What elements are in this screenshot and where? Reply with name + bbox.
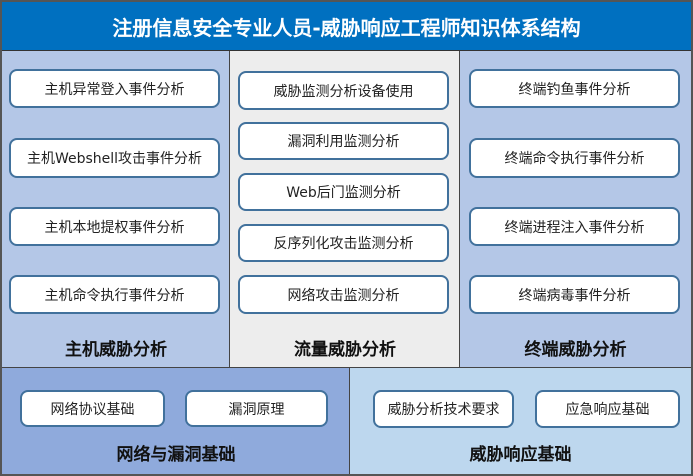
traffic-item: 网络攻击监测分析 bbox=[238, 275, 449, 314]
traffic-item: 漏洞利用监测分析 bbox=[238, 122, 449, 160]
host-section: 主机异常登入事件分析 主机Webshell攻击事件分析 主机本地提权事件分析 主… bbox=[2, 51, 230, 367]
network-item: 网络协议基础 bbox=[20, 390, 165, 427]
host-item: 主机本地提权事件分析 bbox=[9, 207, 220, 246]
traffic-section: 威胁监测分析设备使用 漏洞利用监测分析 Web后门监测分析 反序列化攻击监测分析… bbox=[230, 51, 460, 367]
host-item: 主机异常登入事件分析 bbox=[9, 69, 220, 108]
response-item: 威胁分析技术要求 bbox=[373, 390, 514, 428]
endpoint-item: 终端病毒事件分析 bbox=[469, 275, 680, 314]
network-item: 漏洞原理 bbox=[185, 390, 328, 427]
traffic-label: 流量威胁分析 bbox=[294, 340, 396, 360]
endpoint-item: 终端命令执行事件分析 bbox=[469, 138, 680, 178]
traffic-item: 反序列化攻击监测分析 bbox=[238, 224, 449, 262]
response-section: 威胁分析技术要求 应急响应基础 威胁响应基础 bbox=[350, 367, 691, 474]
network-label: 网络与漏洞基础 bbox=[116, 445, 236, 465]
traffic-item: Web后门监测分析 bbox=[238, 173, 449, 211]
endpoint-label: 终端威胁分析 bbox=[524, 340, 627, 360]
endpoint-item: 终端进程注入事件分析 bbox=[469, 207, 680, 246]
host-label: 主机威胁分析 bbox=[65, 340, 167, 360]
host-item: 主机命令执行事件分析 bbox=[9, 275, 220, 314]
traffic-item: 威胁监测分析设备使用 bbox=[238, 71, 449, 110]
network-section: 网络协议基础 漏洞原理 网络与漏洞基础 bbox=[2, 367, 350, 474]
diagram-title: 注册信息安全专业人员-威胁响应工程师知识体系结构 bbox=[2, 2, 691, 51]
response-label: 威胁响应基础 bbox=[469, 445, 572, 465]
host-item: 主机Webshell攻击事件分析 bbox=[9, 138, 220, 178]
endpoint-section: 终端钓鱼事件分析 终端命令执行事件分析 终端进程注入事件分析 终端病毒事件分析 … bbox=[460, 51, 691, 367]
endpoint-item: 终端钓鱼事件分析 bbox=[469, 69, 680, 108]
response-item: 应急响应基础 bbox=[535, 390, 680, 428]
